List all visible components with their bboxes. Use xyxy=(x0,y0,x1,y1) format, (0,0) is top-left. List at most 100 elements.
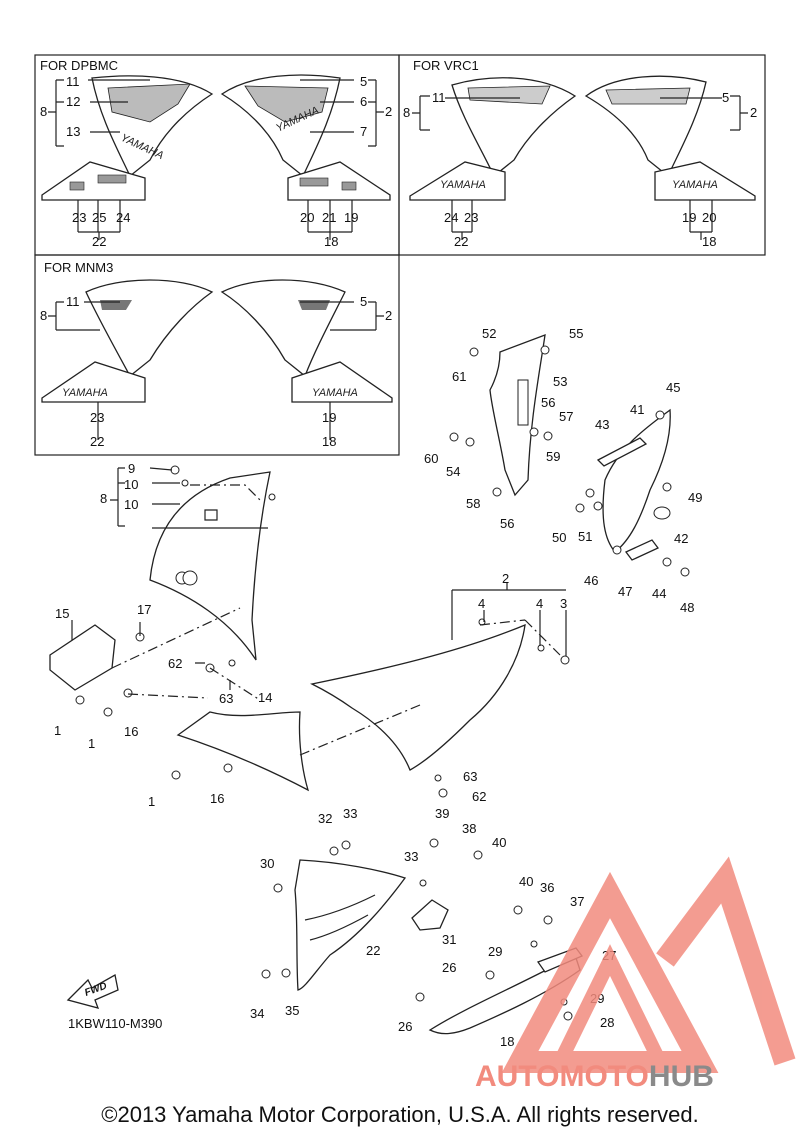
svg-text:49: 49 xyxy=(688,490,702,505)
svg-text:23: 23 xyxy=(72,210,86,225)
svg-text:22: 22 xyxy=(366,943,380,958)
undercowl-decal-right-vrc1: YAMAHA xyxy=(654,161,756,201)
yamaha-decal: YAMAHA xyxy=(440,179,486,191)
svg-text:33: 33 xyxy=(404,849,418,864)
svg-text:1: 1 xyxy=(54,723,61,738)
upper-cowl xyxy=(149,471,271,661)
svg-text:53: 53 xyxy=(553,374,567,389)
svg-text:48: 48 xyxy=(680,600,694,615)
svg-text:45: 45 xyxy=(666,380,680,395)
grommet-42 xyxy=(653,506,671,520)
undercowl-decal-right-mnm3: YAMAHA xyxy=(291,361,393,403)
svg-text:2: 2 xyxy=(750,105,757,120)
svg-text:9: 9 xyxy=(128,461,135,476)
svg-text:15: 15 xyxy=(55,606,69,621)
under-cowl-22 xyxy=(294,859,407,991)
svg-text:33: 33 xyxy=(343,806,357,821)
bracket-15 xyxy=(49,624,116,691)
undercowl-decal-right-dpbmc xyxy=(287,161,391,201)
svg-text:63: 63 xyxy=(463,769,477,784)
cowling-left-dpbmc: YAMAHA xyxy=(91,75,214,178)
svg-text:8: 8 xyxy=(403,105,410,120)
svg-text:13: 13 xyxy=(66,124,80,139)
box-title: FOR VRC1 xyxy=(413,58,479,73)
svg-text:28: 28 xyxy=(600,1015,614,1030)
cowling-right-vrc1 xyxy=(584,75,707,178)
svg-text:10: 10 xyxy=(124,497,138,512)
svg-text:38: 38 xyxy=(462,821,476,836)
svg-text:22: 22 xyxy=(92,234,106,249)
cowling-left-vrc1 xyxy=(451,77,577,178)
svg-text:18: 18 xyxy=(324,234,338,249)
svg-text:54: 54 xyxy=(446,464,460,479)
svg-text:11: 11 xyxy=(66,74,80,89)
side-cowling-2 xyxy=(310,623,526,771)
svg-text:21: 21 xyxy=(322,210,336,225)
fasteners xyxy=(75,345,690,1021)
svg-text:2: 2 xyxy=(385,308,392,323)
svg-text:61: 61 xyxy=(452,369,466,384)
svg-text:41: 41 xyxy=(630,402,644,417)
automotohub-wordmark: AUTOMOTOHUB xyxy=(475,1060,714,1093)
svg-text:40: 40 xyxy=(519,874,533,889)
svg-text:19: 19 xyxy=(344,210,358,225)
svg-text:16: 16 xyxy=(210,791,224,806)
undercowl-decal-left-mnm3: YAMAHA xyxy=(41,361,146,403)
svg-text:32: 32 xyxy=(318,811,332,826)
svg-text:63: 63 xyxy=(219,691,233,706)
svg-text:42: 42 xyxy=(674,531,688,546)
svg-text:1: 1 xyxy=(88,736,95,751)
svg-text:34: 34 xyxy=(250,1006,264,1021)
undercowl-decal-left-vrc1: YAMAHA xyxy=(409,161,506,201)
variant-box-dpbmc: FOR DPBMC xyxy=(34,54,400,256)
svg-text:11: 11 xyxy=(66,294,80,309)
svg-text:35: 35 xyxy=(285,1003,299,1018)
box-title: FOR DPBMC xyxy=(40,58,118,73)
fwd-arrow-icon: FWD xyxy=(66,973,119,1009)
copyright-notice: ©2013 Yamaha Motor Corporation, U.S.A. A… xyxy=(101,1102,699,1127)
svg-text:39: 39 xyxy=(435,806,449,821)
svg-text:4: 4 xyxy=(536,596,543,611)
svg-text:17: 17 xyxy=(137,602,151,617)
svg-text:58: 58 xyxy=(466,496,480,511)
svg-text:55: 55 xyxy=(569,326,583,341)
stay-47 xyxy=(624,539,660,561)
yamaha-decal: YAMAHA xyxy=(62,387,108,399)
svg-text:1: 1 xyxy=(148,794,155,809)
svg-text:5: 5 xyxy=(360,74,367,89)
svg-text:24: 24 xyxy=(116,210,130,225)
svg-text:18: 18 xyxy=(322,434,336,449)
svg-text:19: 19 xyxy=(682,210,696,225)
svg-text:62: 62 xyxy=(168,656,182,671)
bracket-52 xyxy=(489,334,546,497)
variant-box-vrc1: FOR VRC1 xyxy=(398,54,766,256)
svg-text:52: 52 xyxy=(482,326,496,341)
svg-text:5: 5 xyxy=(722,90,729,105)
svg-text:56: 56 xyxy=(500,516,514,531)
svg-text:20: 20 xyxy=(702,210,716,225)
svg-text:23: 23 xyxy=(90,410,104,425)
svg-text:26: 26 xyxy=(398,1019,412,1034)
svg-text:43: 43 xyxy=(595,417,609,432)
svg-text:29: 29 xyxy=(488,944,502,959)
undercowl-decal-left-dpbmc xyxy=(41,161,146,201)
svg-text:5: 5 xyxy=(360,294,367,309)
svg-text:6: 6 xyxy=(360,94,367,109)
svg-text:19: 19 xyxy=(322,410,336,425)
svg-text:51: 51 xyxy=(578,529,592,544)
svg-text:16: 16 xyxy=(124,724,138,739)
svg-text:37: 37 xyxy=(570,894,584,909)
automotohub-watermark xyxy=(501,856,796,1073)
leader-lines-box3 xyxy=(48,301,384,440)
svg-text:2: 2 xyxy=(502,571,509,586)
yamaha-decal: YAMAHA xyxy=(312,387,358,399)
svg-text:12: 12 xyxy=(66,94,80,109)
box-title: FOR MNM3 xyxy=(44,260,113,275)
svg-text:3: 3 xyxy=(560,596,567,611)
svg-text:56: 56 xyxy=(541,395,555,410)
svg-text:30: 30 xyxy=(260,856,274,871)
